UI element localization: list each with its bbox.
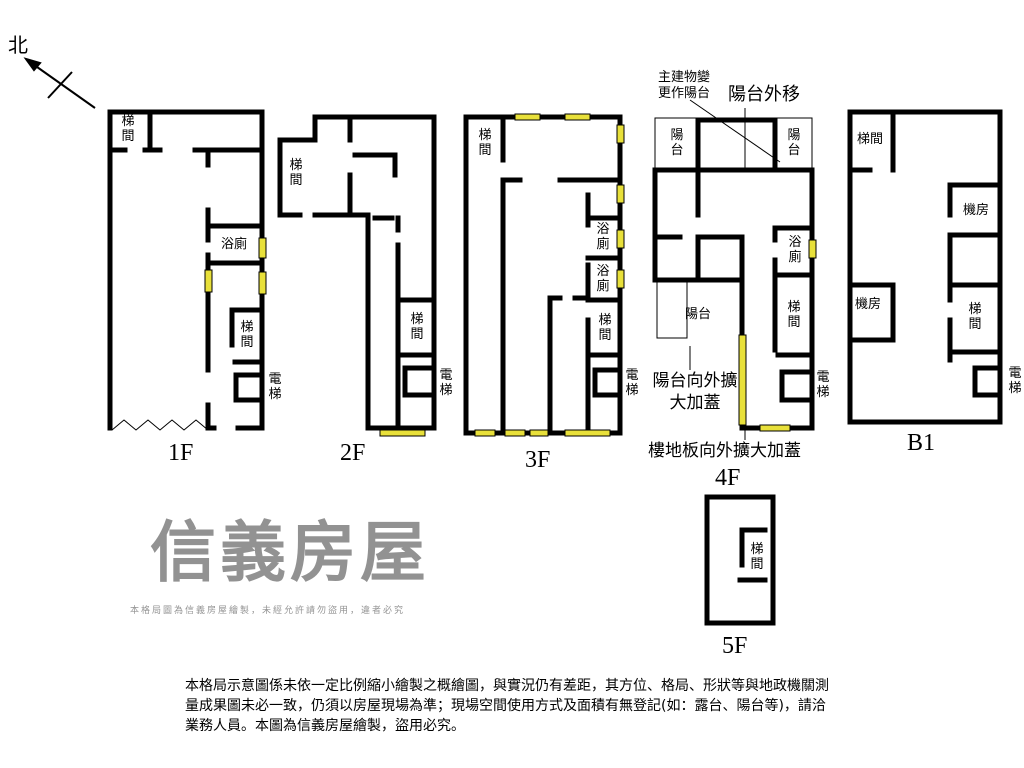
plan-5f [704, 494, 776, 626]
watermark-notice: 本格局圖為信義房屋繪製，未經允許請勿盜用，違者必究 [130, 606, 406, 616]
room-elevator: 電梯 [439, 368, 453, 398]
room-stair: 梯間 [289, 158, 303, 188]
windows [204, 113, 817, 437]
room-balcony: 陽台 [670, 128, 684, 158]
room-stair: 梯間 [750, 542, 764, 572]
floor-label-b1: B1 [907, 430, 936, 456]
room-bath: 浴廁 [596, 264, 610, 294]
floor-label-1f: 1F [168, 440, 194, 466]
floor-label-5f: 5F [722, 633, 748, 659]
room-balcony: 陽台 [787, 128, 801, 158]
plan-2f [277, 114, 437, 431]
room-elevator: 電梯 [625, 368, 639, 398]
room-stair: 梯間 [598, 313, 612, 343]
room-elevator: 電梯 [816, 370, 830, 400]
room-stair: 梯間 [410, 312, 424, 342]
annotation-floor-extend: 樓地板向外擴大加蓋 [648, 441, 801, 461]
north-label: 北 [8, 33, 28, 57]
balcony-outline-4f [654, 117, 813, 171]
floor-label-3f: 3F [525, 447, 551, 473]
disclaimer-text: 本格局示意圖係未依一定比例縮小繪製之概繪圖，與實況仍有差距，其方位、格局、形狀等… [185, 678, 829, 734]
north-arrow [23, 57, 96, 109]
room-stair: 梯間 [787, 300, 801, 330]
room-bath: 浴廁 [596, 222, 610, 252]
room-elevator: 電梯 [1008, 366, 1022, 396]
plan-1f [107, 109, 265, 431]
room-stair: 梯間 [857, 132, 884, 147]
watermark-brand: 信義房屋 [150, 514, 430, 591]
annotation-balcony-moved: 陽台外移 [728, 84, 800, 105]
extended-balcony-outline-4f [656, 279, 688, 339]
room-elevator: 電梯 [268, 372, 282, 402]
floor-label-4f: 4F [715, 465, 741, 491]
room-stair: 梯間 [968, 302, 982, 332]
plan-b1 [847, 109, 1003, 425]
annotation-balcony-extend: 陽台向外擴大加蓋 [652, 371, 738, 413]
room-machine: 機房 [855, 297, 882, 312]
room-balcony: 陽台 [685, 307, 712, 322]
room-stair: 梯間 [478, 128, 492, 158]
room-bath: 浴廁 [221, 237, 248, 252]
annotation-main-change: 主建物變更作陽台 [658, 70, 711, 101]
room-stair: 梯間 [121, 114, 135, 144]
room-bath: 浴廁 [788, 235, 802, 265]
room-machine: 機房 [963, 203, 990, 218]
room-stair: 梯間 [240, 320, 254, 350]
floor-label-2f: 2F [340, 440, 366, 466]
